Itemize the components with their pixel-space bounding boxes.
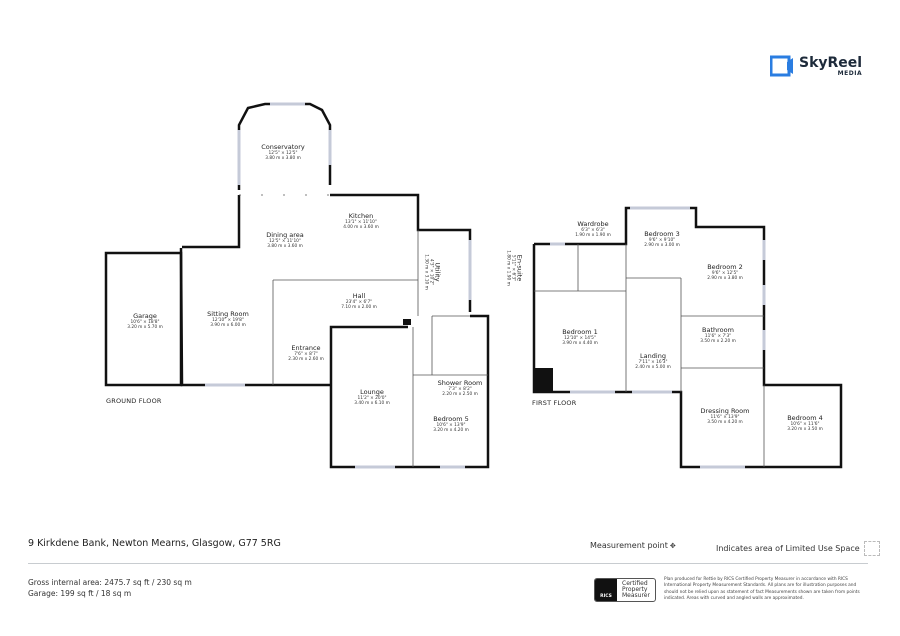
limited-use-swatch-icon (863, 541, 880, 556)
first-floor-internal-walls (534, 244, 765, 467)
logo-sub: MEDIA (837, 69, 863, 77)
measurement-point-icon: ✥ (669, 541, 676, 550)
chimney-block (403, 319, 411, 325)
garage-area: Garage: 199 sq ft / 18 sq m (28, 588, 132, 598)
first-floor-windows (550, 206, 766, 469)
gross-area: Gross internal area: 2475.7 sq ft / 230 … (28, 578, 192, 587)
legend-limited-label: Indicates area of Limited Use Space (716, 544, 860, 553)
rics-text-line: Certified (622, 579, 648, 587)
ground-floor-internal-walls (239, 194, 488, 467)
first-floor-label: FIRST FLOOR (532, 399, 577, 407)
footer-divider (28, 563, 868, 564)
ground-floor-label: GROUND FLOOR (106, 397, 162, 405)
ground-floor-windows (205, 102, 472, 469)
logo-name: SkyReel (799, 54, 863, 71)
legend-limited-use: Indicates area of Limited Use Space (716, 541, 880, 556)
rics-text-line: Measurer (622, 592, 650, 600)
skyreel-logo: SkyReel MEDIA (770, 55, 862, 77)
property-address: 9 Kirkdene Bank, Newton Mearns, Glasgow,… (28, 538, 281, 549)
disclaimer: Plan produced for Rettie by RICS Certifi… (664, 577, 860, 602)
legend-measurement-point: Measurement point ✥ (590, 541, 676, 550)
rics-badge: RICS Certified Property Measurer (594, 578, 656, 602)
first-floor-chimney-block (535, 368, 553, 392)
skyreel-logo-icon (770, 55, 793, 77)
rics-logo-icon: RICS (595, 579, 617, 601)
rics-text-line: Property (622, 585, 648, 593)
legend-measurement-label: Measurement point (590, 541, 668, 550)
area-summary: Gross internal area: 2475.7 sq ft / 230 … (28, 578, 192, 600)
